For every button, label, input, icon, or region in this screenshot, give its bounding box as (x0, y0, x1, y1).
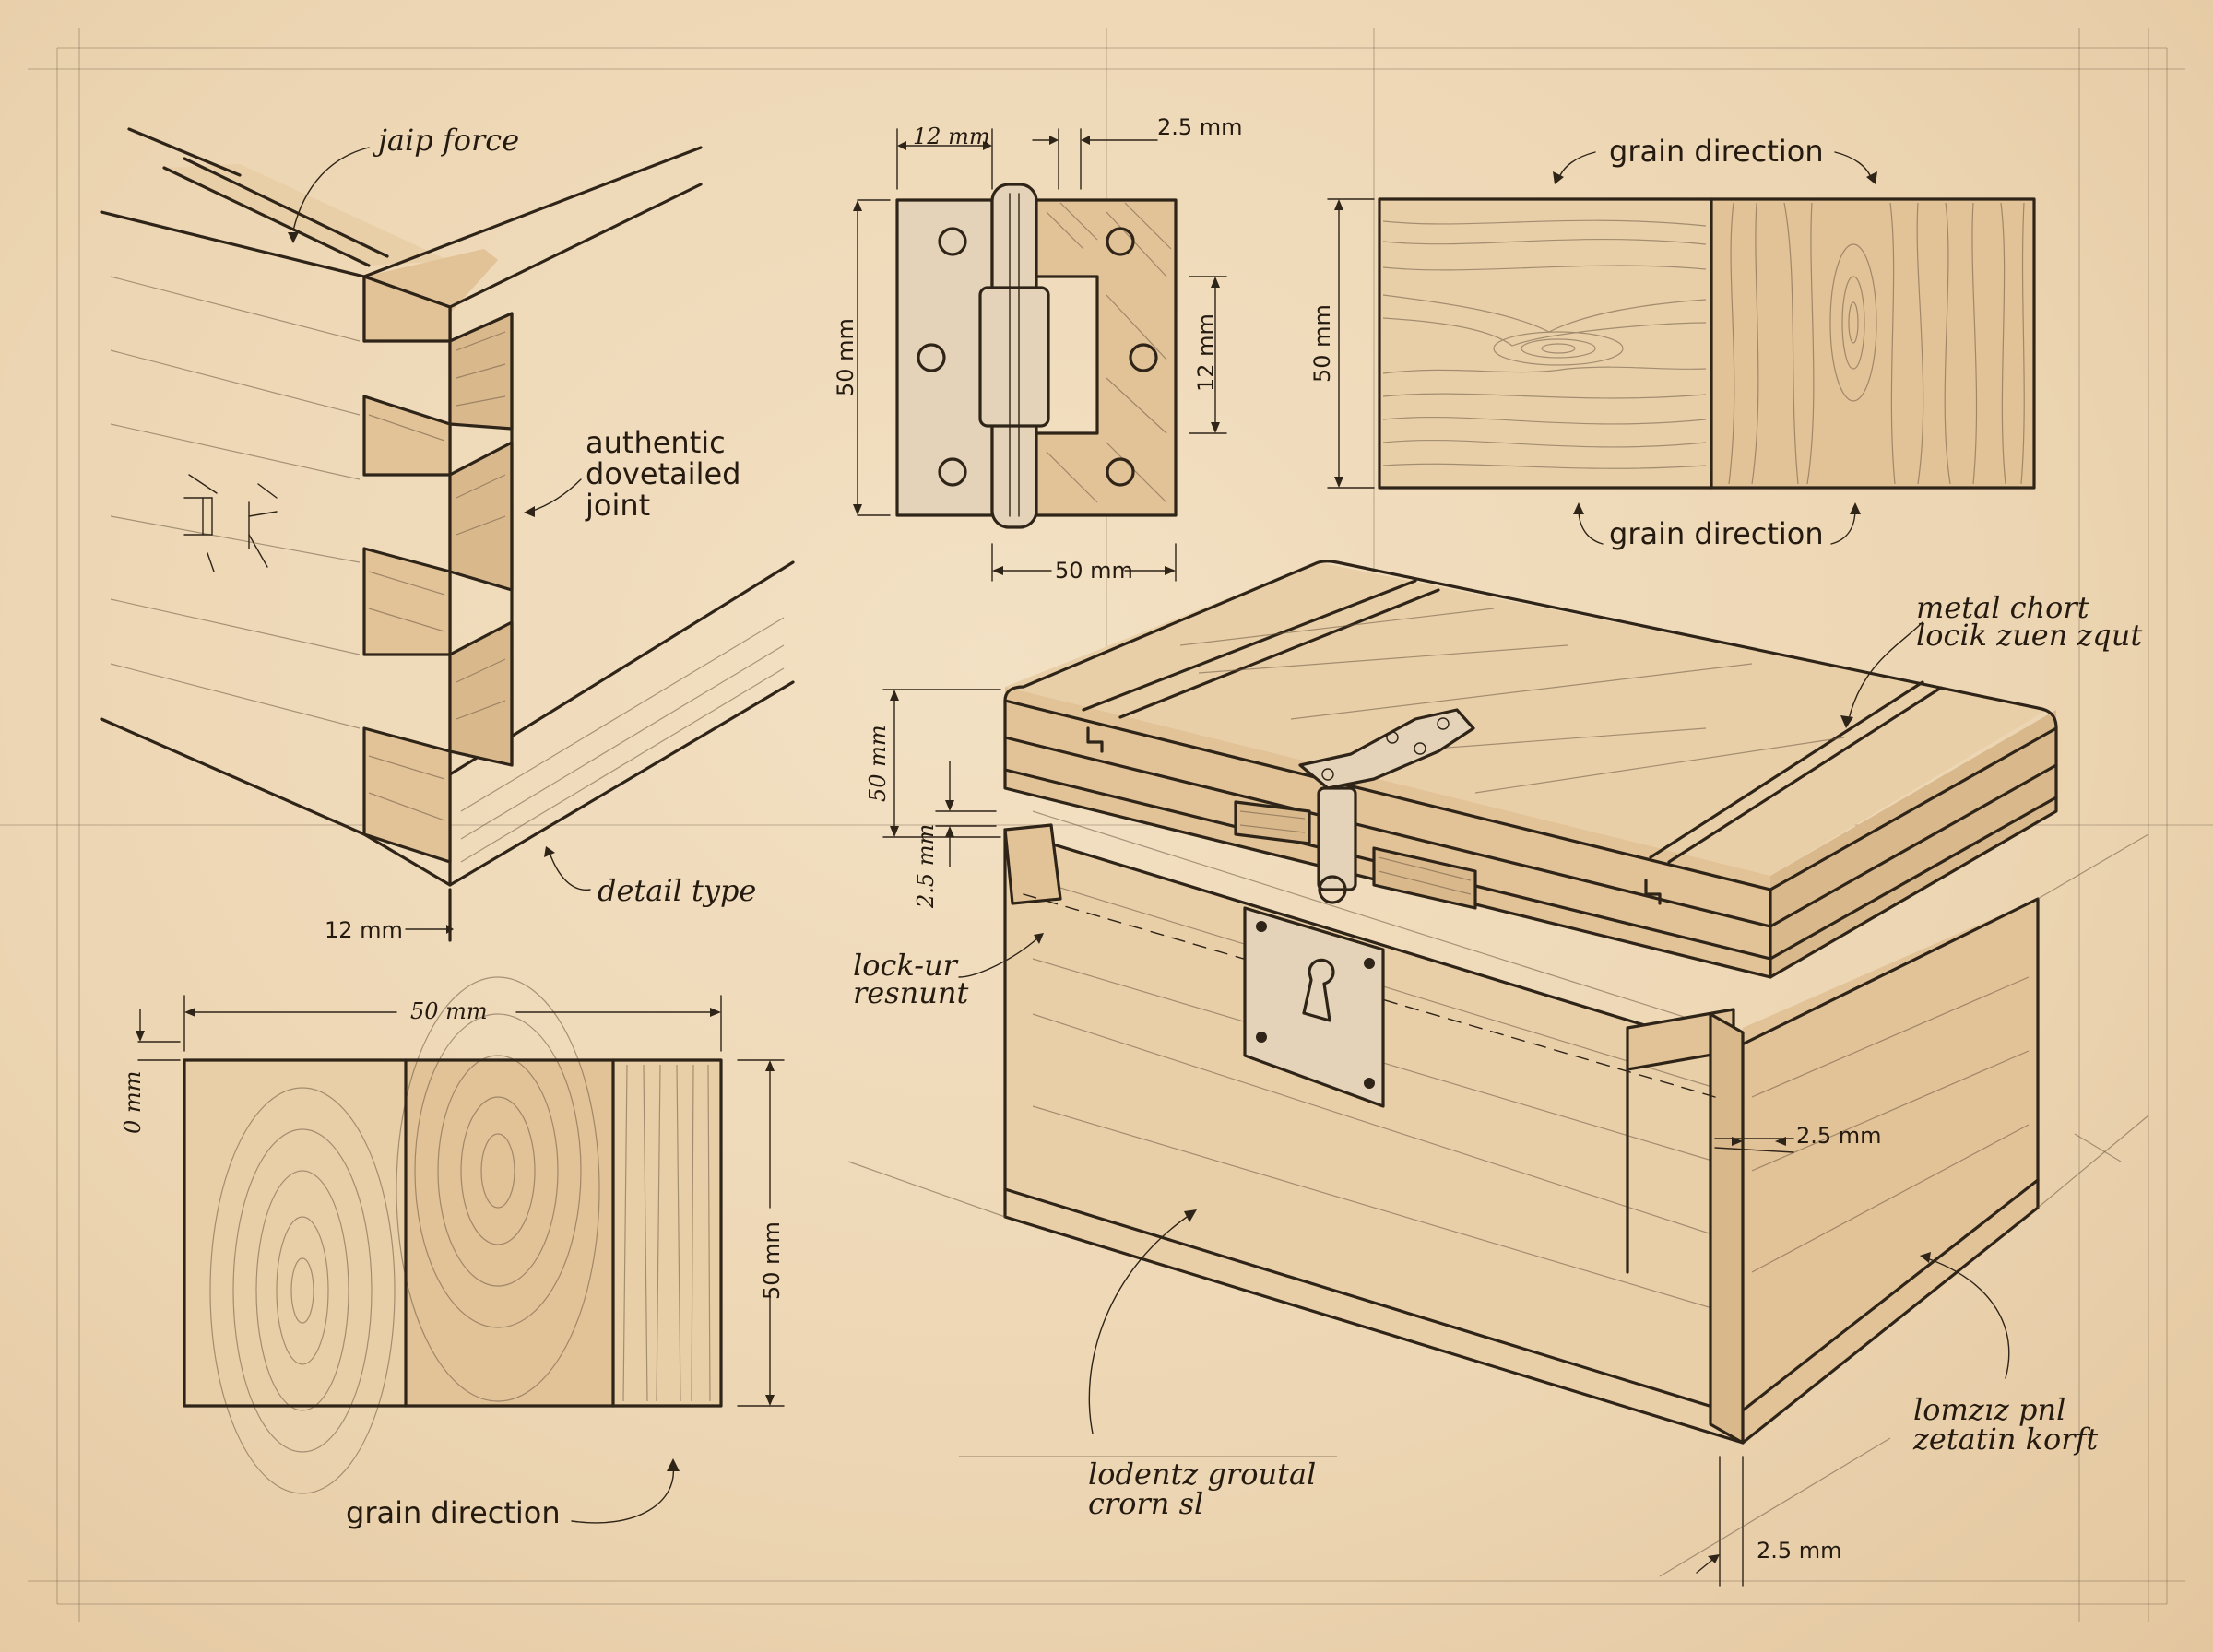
dim-panel-height: 50 mm (759, 1221, 785, 1300)
dim-dovetail-width: 12 mm (325, 917, 403, 943)
label-bottom-line1: lodentz groutal (1088, 1457, 1316, 1492)
label-grain-top: grain direction (1609, 134, 1824, 169)
label-right-line2: zetatin korft (1912, 1422, 2098, 1457)
dim-chest-gap: 2.5 mm (913, 824, 939, 909)
panel-drawing (136, 976, 785, 1524)
label-joint-line1: authentic (586, 425, 726, 460)
label-joint-line3: joint (585, 488, 650, 523)
label-lockur-line1: lock-ur (853, 948, 959, 983)
label-detail-type: detail type (598, 873, 756, 908)
dim-grain-height: 50 mm (1309, 304, 1335, 383)
label-joint-line2: dovetailed (586, 456, 740, 491)
label-force: jaip force (373, 123, 519, 158)
label-panel-grain: grain direction (346, 1495, 561, 1530)
dim-hinge-knuckle: 12 mm (1193, 313, 1219, 392)
label-grain-bottom: grain direction (1609, 516, 1824, 551)
dim-panel-width: 50 mm (410, 998, 488, 1024)
label-lock-line2: locik zuen zqut (1916, 618, 2142, 653)
dim-hinge-gap: 2.5 mm (1157, 114, 1243, 140)
label-bottom-line2: crorn sl (1088, 1486, 1203, 1521)
dim-panel-offset: 0 mm (120, 1071, 146, 1134)
dim-hinge-width: 50 mm (1055, 558, 1133, 584)
construction-lines (0, 28, 2213, 1622)
label-right-line1: lomzız pnl (1913, 1392, 2065, 1427)
grain-block-drawing (1327, 151, 2036, 545)
label-lock-line1: metal chort (1916, 590, 2089, 625)
dim-chest-base: 2.5 mm (1757, 1538, 1842, 1564)
dim-chest-side: 2.5 mm (1796, 1123, 1882, 1149)
dim-hinge-leaf: 12 mm (913, 124, 990, 149)
dim-hinge-height: 50 mm (833, 318, 858, 396)
label-lockur-line2: resnunt (853, 975, 968, 1010)
hinge-drawing (853, 128, 1227, 582)
chest-drawing (847, 560, 2149, 1587)
dim-chest-lid: 50 mm (865, 725, 891, 802)
dovetail-joint-drawing (100, 127, 795, 942)
